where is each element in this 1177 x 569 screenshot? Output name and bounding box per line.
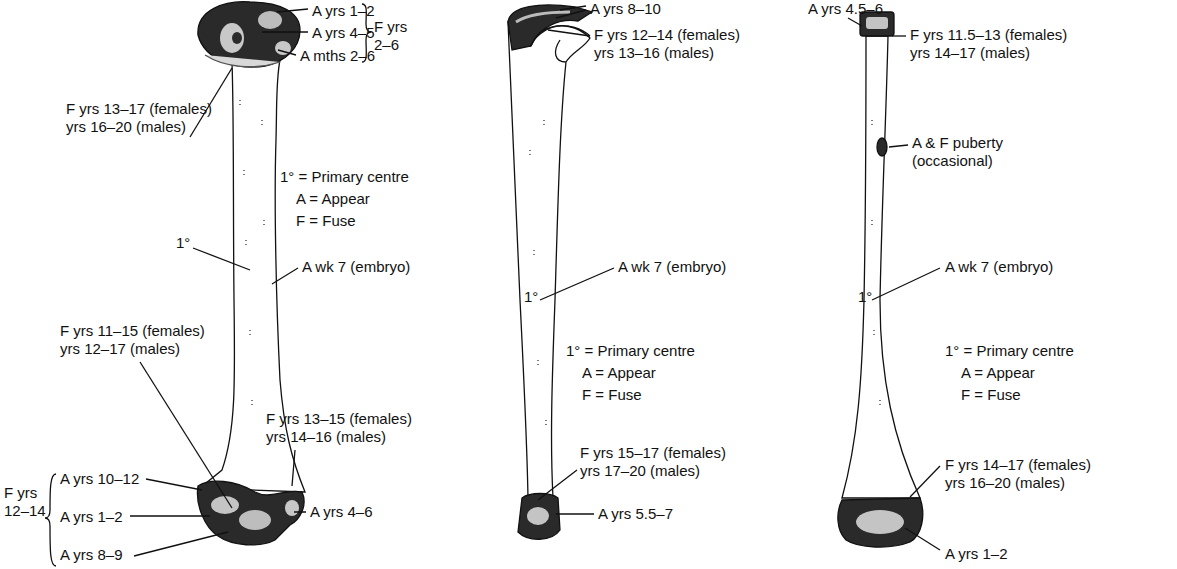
key-text: A = Appear <box>582 364 656 382</box>
callout-label: A yrs 1–2 <box>312 2 375 20</box>
key-text: F = Fuse <box>296 212 356 230</box>
callout-label: A yrs 1–2 <box>60 508 123 526</box>
callout-label: A mths 2–6 <box>300 47 375 65</box>
centre-marker: 1° <box>524 288 538 306</box>
callout-label: A yrs 8–10 <box>590 0 661 18</box>
key-text: A = Appear <box>296 190 370 208</box>
radius-distal <box>838 498 923 547</box>
centre-marker: 1° <box>858 288 872 306</box>
callout-label: A yrs 4–6 <box>310 503 373 521</box>
callout-label: A wk 7 (embryo) <box>618 258 726 276</box>
key-text: 1° = Primary centre <box>945 342 1074 360</box>
callout-label: A & F puberty (occasional) <box>912 134 1004 170</box>
ulna-olecranon <box>508 5 592 50</box>
ulna-shaft <box>508 22 590 498</box>
callout-label: A wk 7 (embryo) <box>302 258 410 276</box>
callout-label: A yrs 5.5–7 <box>598 505 673 523</box>
callout-label: A yrs 10–12 <box>60 470 139 488</box>
radius-shaft <box>842 36 920 498</box>
callout-label: F yrs 14–17 (females) yrs 16–20 (males) <box>945 456 1092 492</box>
callout-label: F yrs 12–14 <box>4 484 47 520</box>
callout-label: F yrs 15–17 (females) yrs 17–20 (males) <box>580 444 727 480</box>
callout-label: F yrs 11.5–13 (females) yrs 14–17 (males… <box>910 26 1069 62</box>
callout-label: F yrs 13–17 (females) yrs 16–20 (males) <box>66 100 213 136</box>
humerus-shaft <box>200 60 305 492</box>
callout-label: A yrs 4–5 <box>312 24 375 42</box>
centre-marker: 1° <box>176 234 190 252</box>
callout-label: F yrs 2–6 <box>374 18 409 54</box>
callout-label: F yrs 13–15 (females) yrs 14–16 (males) <box>266 410 413 446</box>
key-text: 1° = Primary centre <box>280 168 409 186</box>
callout-label: A yrs 4.5–6 <box>808 0 883 18</box>
ulna-distal <box>518 494 560 540</box>
callout-label: A wk 7 (embryo) <box>945 258 1053 276</box>
key-text: F = Fuse <box>582 386 642 404</box>
key-text: A = Appear <box>961 364 1035 382</box>
callout-label: A yrs 1–2 <box>945 545 1008 563</box>
callout-label: F yrs 12–14 (females) yrs 13–16 (males) <box>594 26 741 62</box>
key-text: F = Fuse <box>961 386 1021 404</box>
key-text: 1° = Primary centre <box>566 342 695 360</box>
callout-label: A yrs 8–9 <box>60 546 123 564</box>
callout-label: F yrs 11–15 (females) yrs 12–17 (males) <box>60 322 206 358</box>
